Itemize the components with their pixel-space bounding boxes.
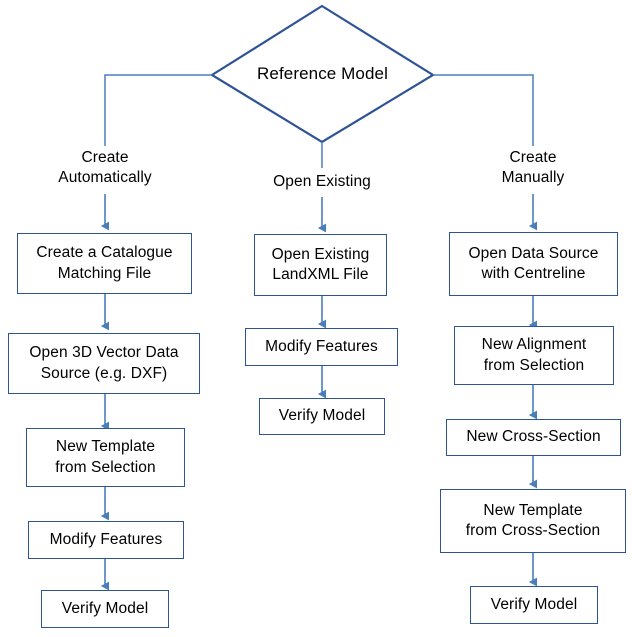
node-right-step-2[interactable]: New Alignment from Selection — [454, 326, 614, 385]
node-left-step-5[interactable]: Verify Model — [41, 590, 169, 628]
branch-line-left — [104, 74, 212, 146]
node-right-step-5[interactable]: Verify Model — [470, 586, 598, 624]
node-left-step-3-line2: from Selection — [55, 458, 156, 476]
node-right-step-4[interactable]: New Template from Cross-Section — [440, 489, 626, 553]
node-middle-step-3[interactable]: Verify Model — [259, 398, 385, 435]
node-left-step-3-line1: New Template — [55, 438, 156, 456]
node-middle-step-2-line1: Modify Features — [265, 337, 378, 355]
node-left-step-1[interactable]: Create a Catalogue Matching File — [17, 233, 192, 294]
node-left-step-1-line2: Matching File — [57, 264, 152, 282]
node-middle-step-3-line1: Verify Model — [278, 407, 366, 425]
node-right-step-1-line1: Open Data Source — [468, 244, 599, 262]
node-right-step-3-line1: New Cross-Section — [466, 428, 601, 446]
node-left-step-1-line1: Create a Catalogue — [36, 244, 173, 262]
node-middle-step-1[interactable]: Open Existing LandXML File — [254, 234, 387, 296]
branch-label-right-line2: Manually — [501, 169, 565, 187]
node-right-step-1[interactable]: Open Data Source with Centreline — [449, 232, 618, 296]
branch-label-left-line1: Create — [81, 149, 129, 166]
branch-line-right — [433, 74, 534, 146]
node-left-step-2[interactable]: Open 3D Vector Data Source (e.g. DXF) — [8, 333, 200, 394]
node-middle-step-1-line2: LandXML File — [272, 266, 369, 283]
node-right-step-2-line1: New Alignment — [481, 336, 587, 354]
node-right-step-3[interactable]: New Cross-Section — [446, 419, 621, 456]
branch-label-left-line2: Automatically — [58, 169, 152, 187]
branch-label-right-line1: Create — [509, 149, 557, 166]
branch-label-middle-line1: Open Existing — [273, 173, 371, 190]
node-right-step-5-line1: Verify Model — [490, 595, 578, 613]
node-right-step-2-line2: from Selection — [483, 356, 585, 374]
node-left-step-2-line2: Source (e.g. DXF) — [40, 364, 168, 382]
node-left-step-3[interactable]: New Template from Selection — [26, 428, 185, 487]
branch-label-middle: Open Existing — [247, 172, 397, 192]
branch-label-right: Create Manually — [458, 148, 608, 189]
node-right-step-1-line2: with Centreline — [481, 265, 586, 282]
node-left-step-2-line1: Open 3D Vector Data — [29, 344, 179, 362]
node-middle-step-2[interactable]: Modify Features — [245, 328, 398, 366]
node-left-step-5-line1: Verify Model — [61, 599, 149, 617]
node-left-step-4-line1: Modify Features — [49, 530, 163, 548]
node-right-step-4-line1: New Template — [483, 501, 583, 519]
branch-label-left: Create Automatically — [30, 148, 180, 189]
node-left-step-4[interactable]: Modify Features — [28, 521, 184, 559]
node-right-step-4-line2: from Cross-Section — [465, 522, 601, 539]
decision-node-text: Reference Model — [257, 64, 388, 83]
node-middle-step-1-line1: Open Existing — [271, 245, 370, 263]
decision-node-label: Reference Model — [212, 64, 433, 84]
